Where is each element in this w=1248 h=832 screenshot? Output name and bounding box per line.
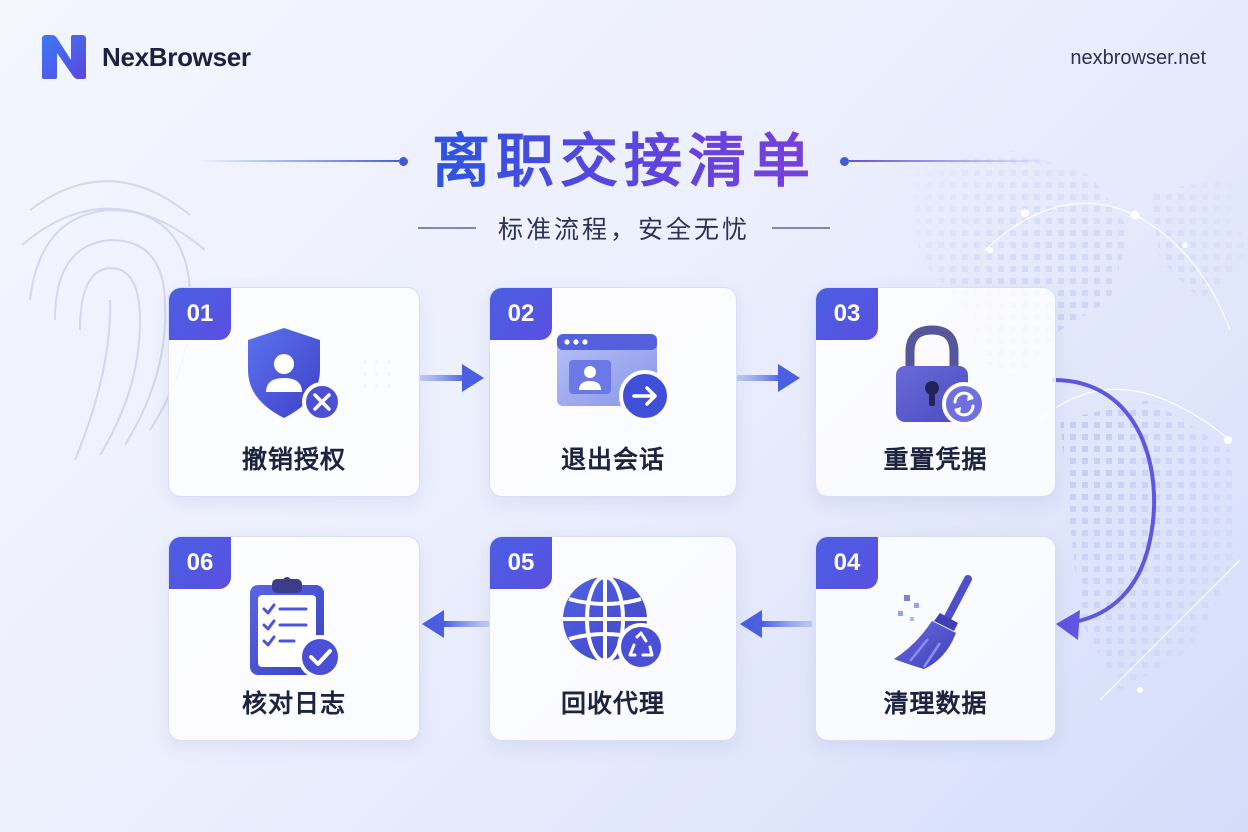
browser-window-exit-icon (557, 334, 671, 422)
arrow-01-to-02 (418, 364, 484, 392)
subtitle-decor-right (772, 227, 830, 229)
step-card-revoke-authorization[interactable]: 01 撤销授权 (168, 287, 420, 497)
step-card-verify-logs[interactable]: 06 核对日志 (168, 536, 420, 741)
site-url-link[interactable]: nexbrowser.net (1070, 47, 1206, 69)
step-label: 回收代理 (560, 689, 665, 718)
subtitle-row: 标准流程，安全无忧 (0, 210, 1248, 246)
title-decor-right (840, 156, 1050, 166)
step-number-badge: 06 (169, 537, 231, 589)
step-card-clean-data[interactable]: 04 清理数据 (815, 536, 1056, 741)
globe-recycle-icon (563, 575, 665, 671)
arrow-04-to-05 (740, 610, 812, 638)
subtitle-decor-left (417, 227, 476, 229)
step-number-badge: 03 (816, 288, 878, 340)
step-number-badge: 04 (816, 537, 878, 589)
step-label: 撤销授权 (241, 445, 346, 474)
clipboard-check-icon (250, 577, 342, 679)
n-logo-icon (42, 35, 86, 79)
step-label: 退出会话 (560, 445, 665, 474)
step-number-badge: 02 (490, 288, 552, 340)
arrow-03-to-04 (1052, 378, 1157, 640)
step-number-badge: 01 (169, 288, 231, 340)
broom-icon (893, 575, 972, 669)
step-label: 核对日志 (241, 689, 346, 718)
step-label: 清理数据 (883, 689, 988, 718)
arrow-02-to-03 (736, 364, 800, 392)
brand-logo-group[interactable]: NexBrowser (40, 33, 251, 81)
title-row: 离职交接清单 (0, 125, 1248, 197)
title-decor-left (197, 156, 408, 166)
arrow-05-to-06 (422, 610, 490, 638)
brand-name: NexBrowser (102, 41, 251, 72)
padlock-refresh-icon (895, 325, 986, 426)
step-card-recycle-proxy[interactable]: 05 回收代理 (489, 536, 737, 741)
step-card-logout-session[interactable]: 02 退出会话 (489, 287, 737, 497)
step-card-reset-credentials[interactable]: 03 重置凭据 (815, 287, 1056, 497)
shield-user-revoke-icon (248, 328, 342, 422)
step-label: 重置凭据 (883, 445, 988, 474)
page-title: 离职交接清单 (431, 127, 816, 195)
step-number-badge: 05 (490, 537, 552, 589)
page-subtitle: 标准流程，安全无忧 (497, 215, 750, 244)
